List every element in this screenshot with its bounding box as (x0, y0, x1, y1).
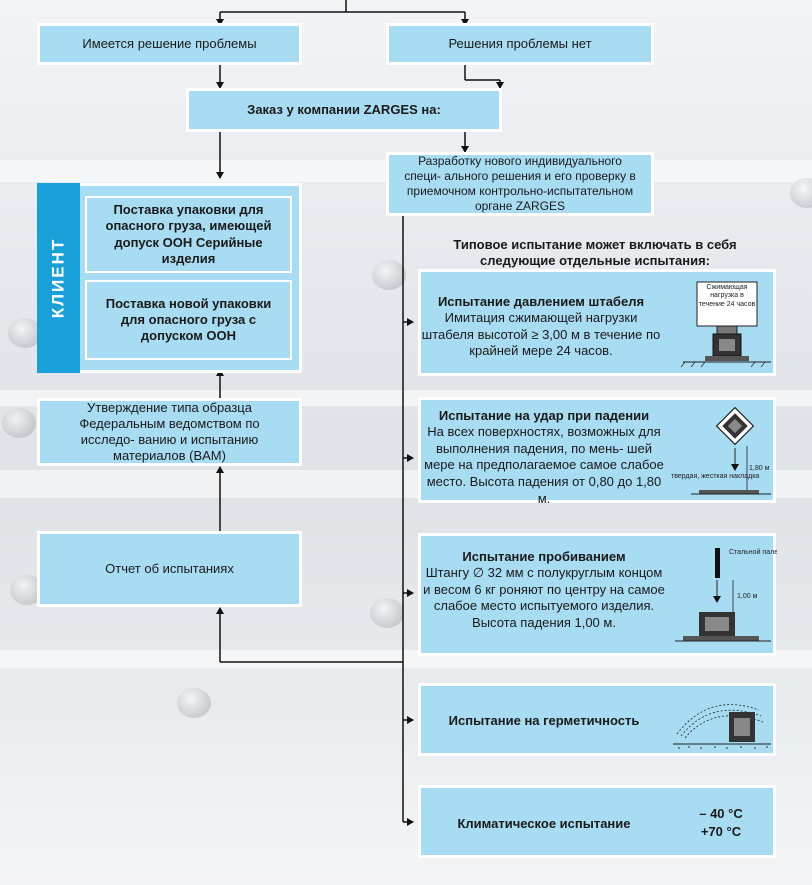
stack-test-title: Испытание давлением штабеля (437, 294, 645, 309)
climate-test-cold: – 40 °C (699, 806, 743, 821)
order-text: Заказ у компании ZARGES на: (247, 101, 441, 117)
stack-test-illus-label: Сжимающая нагрузка в течение 24 часов (698, 284, 756, 308)
background-rivet (790, 178, 812, 208)
development-box: Разработку нового индивидуального специ-… (386, 152, 654, 216)
drop-test-text: На всех поверхностях, возможных для выпо… (424, 424, 664, 506)
order-box: Заказ у компании ZARGES на: (186, 88, 502, 132)
stack-test-illustration: Сжимающая нагрузка в течение 24 часов (680, 281, 771, 368)
leak-test-illustration (673, 704, 771, 749)
background-rivet (2, 408, 36, 438)
client-item-new: Поставка новой упаковки для опасного гру… (85, 280, 292, 360)
stack-test-text: Имитация сжимающей нагрузки штабеля высо… (421, 310, 661, 359)
pierce-test-illus-height: 1,00 м (737, 593, 758, 600)
client-label: КЛИЕНТ (37, 183, 80, 373)
drop-test-illus-surface: твердая, жесткая накладка (671, 473, 759, 480)
approval-text: Утверждение типа образца Федеральным вед… (79, 399, 260, 464)
approval-box: Утверждение типа образца Федеральным вед… (37, 398, 302, 466)
pierce-test-panel: Испытание пробиванием Штангу ∅ 32 мм с п… (418, 533, 777, 656)
no-solution-box: Решения проблемы нет (386, 23, 654, 65)
background-rivet (8, 318, 42, 348)
drop-test-illustration: 1,80 м твердая, жесткая накладка (671, 406, 771, 495)
leak-test-title: Испытание на герметичность (448, 713, 640, 728)
background-rivet (177, 688, 211, 718)
tests-intro: Типовое испытание может включать в себя … (453, 237, 737, 269)
background-rivet (370, 598, 404, 628)
background-rivet (372, 260, 406, 290)
report-box: Отчет об испытаниях (37, 531, 302, 607)
pierce-test-text: Штангу ∅ 32 мм с полукруглым концом и ве… (423, 565, 665, 630)
has-solution-text: Имеется решение проблемы (82, 35, 257, 51)
pierce-test-illustration: Стальной палец 6 кг, ∅ 32 мм 1,00 м (675, 548, 777, 642)
no-solution-text: Решения проблемы нет (448, 35, 592, 51)
development-text: Разработку нового индивидуального специ-… (404, 154, 636, 213)
stack-test-panel: Испытание давлением штабеля Имитация сжи… (418, 269, 776, 376)
climate-test-title: Климатическое испытание (457, 816, 631, 831)
has-solution-box: Имеется решение проблемы (37, 23, 302, 65)
leak-test-panel: Испытание на герметичность (418, 683, 776, 756)
pierce-test-title: Испытание пробиванием (462, 549, 626, 564)
climate-test-panel: Климатическое испытание – 40 °C +70 °C (418, 785, 776, 858)
climate-test-hot: +70 °C (700, 824, 742, 839)
drop-test-illus-height: 1,80 м (749, 465, 770, 472)
client-item-serial: Поставка упаковки для опасного груза, им… (85, 196, 292, 273)
pierce-test-illus-finger: Стальной палец 6 кг, ∅ 32 мм (729, 548, 777, 556)
drop-test-panel: Испытание на удар при падении На всех по… (418, 397, 776, 506)
drop-test-title: Испытание на удар при падении (438, 408, 650, 423)
report-text: Отчет об испытаниях (105, 560, 234, 576)
